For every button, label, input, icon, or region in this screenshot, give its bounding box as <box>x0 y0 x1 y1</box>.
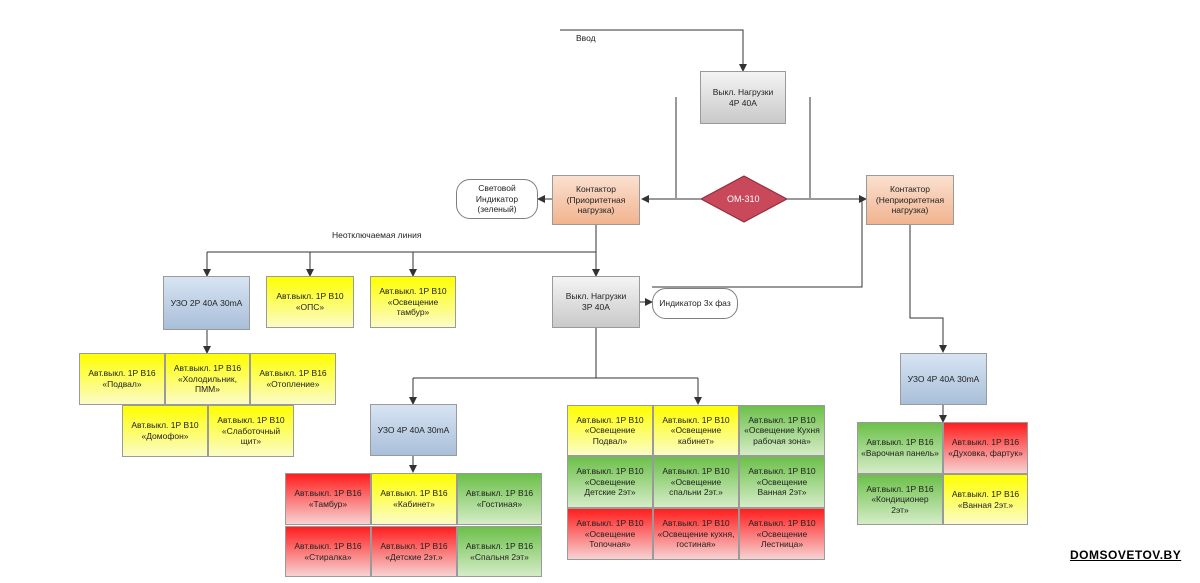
breaker-light-bed2: Авт.выкл. 1Р В10 «Освещение спальни 2эт.… <box>653 456 739 508</box>
breaker-bedroom2: Авт.выкл. 1Р В16 «Спальня 2эт» <box>457 526 542 577</box>
om310-label: ОМ-310 <box>727 194 760 204</box>
breaker-kids2: Авт.выкл. 1Р В16 «Детские 2эт.» <box>371 526 457 577</box>
contactor-nonpriority: Контактор (Неприоритетная нагрузка) <box>866 175 954 225</box>
breaker-light-furnace: Авт.выкл. 1Р В10 «Освещение Топочная» <box>567 508 653 560</box>
breaker-lowcurrent: Авт.выкл. 1Р В10 «Слаботочный щит» <box>208 405 294 457</box>
permanent-line-label: Неотключаемая линия <box>332 230 422 240</box>
breaker-living: Авт.выкл. 1Р В16 «Гостиная» <box>457 473 542 525</box>
breaker-intercom: Авт.выкл. 1Р В10 «Домофон» <box>122 405 208 457</box>
indicator-3-phases: Индикатор 3х фаз <box>652 288 738 319</box>
breaker-aircon: Авт.выкл. 1Р В16 «Кондиционер 2эт» <box>857 474 943 525</box>
load-switch-3p: Выкл. Нагрузки 3Р 40А <box>552 276 640 328</box>
breaker-light-basement: Авт.выкл. 1Р В10 «Освещение Подвал» <box>567 405 653 456</box>
breaker-light-kitchen-living: Авт.выкл. 1Р В10 «Освещение кухня, гости… <box>653 508 739 560</box>
breaker-basement: Авт.выкл. 1Р В16 «Подвал» <box>79 353 165 405</box>
contactor-priority: Контактор (Приоритетная нагрузка) <box>552 175 640 225</box>
breaker-stove: Авт.выкл. 1Р В16 «Варочная панель» <box>857 422 943 474</box>
uzo-4p-40a-mid: УЗО 4Р 40А 30mA <box>370 404 457 456</box>
breaker-ops: Авт.выкл. 1Р В10 «ОПС» <box>266 276 354 328</box>
breaker-bath2: Авт.выкл. 1Р В16 «Ванная 2эт.» <box>943 474 1028 525</box>
breaker-light-cabinet: Авт.выкл. 1Р В10 «Освещение кабинет» <box>653 405 739 456</box>
breaker-tambur-light: Авт.выкл. 1Р В10 «Освещение тамбур» <box>370 276 456 328</box>
watermark: DOMSOVETOV.BY <box>1070 548 1182 562</box>
breaker-washer: Авт.выкл. 1Р В16 «Стиралка» <box>285 526 371 577</box>
breaker-cabinet: Авт.выкл. 1Р В16 «Кабинет» <box>371 473 457 525</box>
uzo-4p-40a-right: УЗО 4Р 40А 30mA <box>900 353 987 405</box>
breaker-light-kids2: Авт.выкл. 1Р В10 «Освещение Детские 2эт» <box>567 456 653 508</box>
breaker-fridge: Авт.выкл. 1Р В16 «Холодильник, ПММ» <box>165 353 250 405</box>
breaker-tambur: Авт.выкл. 1Р В16 «Тамбур» <box>285 473 371 525</box>
breaker-oven: Авт.выкл. 1Р В16 «Духовка, фартук» <box>943 422 1028 474</box>
light-indicator-green: Световой Индикатор (зеленый) <box>456 179 538 219</box>
breaker-heating: Авт.выкл. 1Р В16 «Отопление» <box>250 353 336 405</box>
input-label: Ввод <box>576 33 596 43</box>
om310-diamond <box>699 175 789 223</box>
breaker-light-bath2: Авт.выкл. 1Р В10 «Освещение Ванная 2эт» <box>739 456 825 508</box>
uzo-2p-40a: УЗО 2Р 40А 30mA <box>163 276 250 330</box>
breaker-light-stairs: Авт.выкл. 1Р В10 «Освещение Лестница» <box>739 508 825 560</box>
main-load-switch-4p: Выкл. Нагрузки 4Р 40А <box>700 71 786 124</box>
breaker-light-kitchen-work: Авт.выкл. 1Р В10 «Освещение Кухня рабоча… <box>739 405 825 456</box>
